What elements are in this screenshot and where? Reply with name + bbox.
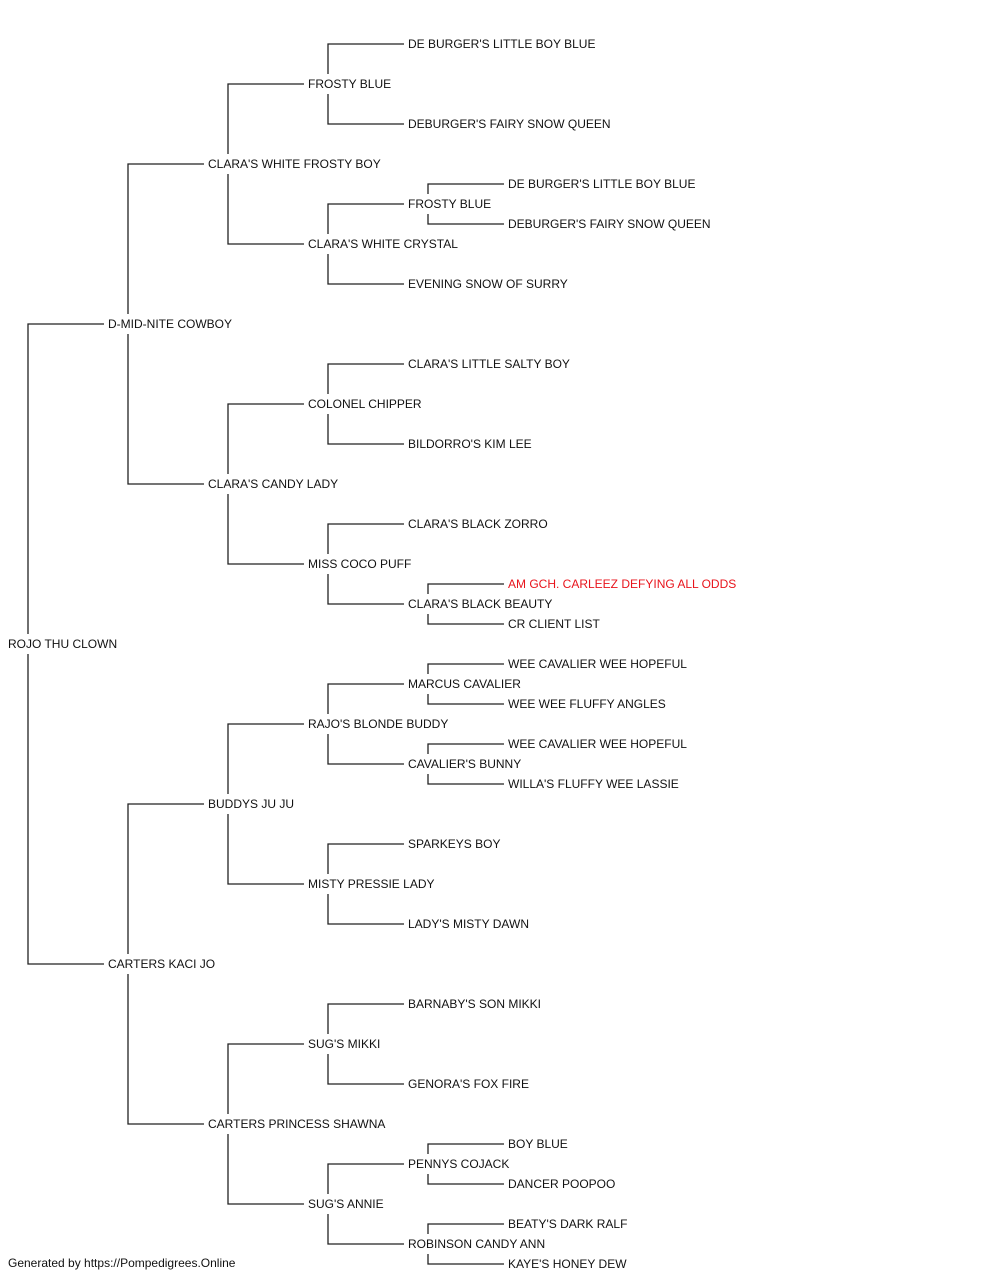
dam-connector-line — [327, 894, 404, 925]
dog-name-clara-s-black-zorro: CLARA'S BLACK ZORRO — [408, 517, 548, 531]
dam-connector-line — [227, 1134, 304, 1205]
dog-name-frosty-blue: FROSTY BLUE — [308, 77, 391, 91]
dam-connector-line — [327, 734, 404, 765]
dog-name-carters-princess-shawna: CARTERS PRINCESS SHAWNA — [208, 1117, 385, 1131]
dog-name-de-burger-s-little-boy-blue: DE BURGER'S LITTLE BOY BLUE — [408, 37, 595, 51]
dog-name-carters-kaci-jo: CARTERS KACI JO — [108, 957, 215, 971]
dog-name-buddys-ju-ju: BUDDYS JU JU — [208, 797, 294, 811]
sire-connector-line — [327, 363, 404, 394]
dam-connector-line — [327, 1054, 404, 1085]
sire-connector-line — [227, 83, 304, 154]
sire-connector-line — [427, 183, 504, 194]
sire-connector-line — [327, 683, 404, 714]
dam-connector-line — [227, 494, 304, 565]
dog-name-clara-s-white-frosty-boy: CLARA'S WHITE FROSTY BOY — [208, 157, 381, 171]
sire-connector-line — [327, 1003, 404, 1034]
dog-name-cavalier-s-bunny: CAVALIER'S BUNNY — [408, 757, 521, 771]
dam-connector-line — [327, 414, 404, 445]
dog-name-boy-blue: BOY BLUE — [508, 1137, 568, 1151]
dog-name-d-mid-nite-cowboy: D-MID-NITE COWBOY — [108, 317, 232, 331]
dog-name-clara-s-black-beauty: CLARA'S BLACK BEAUTY — [408, 597, 552, 611]
sire-connector-line — [127, 163, 204, 314]
dog-name-sug-s-mikki: SUG'S MIKKI — [308, 1037, 380, 1051]
dog-name-beaty-s-dark-ralf: BEATY'S DARK RALF — [508, 1217, 627, 1231]
dog-name-colonel-chipper: COLONEL CHIPPER — [308, 397, 422, 411]
dam-connector-line — [227, 174, 304, 245]
sire-connector-line — [227, 403, 304, 474]
dam-connector-line — [127, 334, 204, 485]
dam-connector-line — [427, 694, 504, 705]
dog-name-wee-cavalier-wee-hopeful: WEE CAVALIER WEE HOPEFUL — [508, 657, 687, 671]
dog-name-robinson-candy-ann: ROBINSON CANDY ANN — [408, 1237, 545, 1251]
dam-connector-line — [27, 654, 104, 965]
dog-name-barnaby-s-son-mikki: BARNABY'S SON MIKKI — [408, 997, 541, 1011]
dam-connector-line — [327, 94, 404, 125]
sire-connector-line — [127, 803, 204, 954]
dog-name-bildorro-s-kim-lee: BILDORRO'S KIM LEE — [408, 437, 532, 451]
sire-connector-line — [227, 1043, 304, 1114]
sire-connector-line — [327, 1163, 404, 1194]
dog-name-sug-s-annie: SUG'S ANNIE — [308, 1197, 384, 1211]
dam-connector-line — [327, 1214, 404, 1245]
dam-connector-line — [427, 614, 504, 625]
dam-connector-line — [227, 814, 304, 885]
dog-name-cr-client-list: CR CLIENT LIST — [508, 617, 600, 631]
dog-name-wee-cavalier-wee-hopeful: WEE CAVALIER WEE HOPEFUL — [508, 737, 687, 751]
sire-connector-line — [327, 203, 404, 234]
dog-name-pennys-cojack: PENNYS COJACK — [408, 1157, 509, 1171]
dog-name-deburger-s-fairy-snow-queen: DEBURGER'S FAIRY SNOW QUEEN — [508, 217, 711, 231]
generated-by-footer: Generated by https://Pompedigrees.Online — [8, 1256, 236, 1270]
dam-connector-line — [427, 214, 504, 225]
dam-connector-line — [127, 974, 204, 1125]
dog-name-clara-s-white-crystal: CLARA'S WHITE CRYSTAL — [308, 237, 458, 251]
sire-connector-line — [327, 523, 404, 554]
sire-connector-line — [427, 583, 504, 594]
dog-name-rojo-thu-clown: ROJO THU CLOWN — [8, 637, 117, 651]
dam-connector-line — [427, 1174, 504, 1185]
dog-name-lady-s-misty-dawn: LADY'S MISTY DAWN — [408, 917, 529, 931]
dog-name-deburger-s-fairy-snow-queen: DEBURGER'S FAIRY SNOW QUEEN — [408, 117, 611, 131]
dog-name-marcus-cavalier: MARCUS CAVALIER — [408, 677, 521, 691]
sire-connector-line — [27, 323, 104, 634]
dog-name-am-gch-carleez-defying-all-odds: AM GCH. CARLEEZ DEFYING ALL ODDS — [508, 577, 736, 591]
sire-connector-line — [327, 843, 404, 874]
dam-connector-line — [327, 574, 404, 605]
sire-connector-line — [427, 1223, 504, 1234]
dam-connector-line — [327, 254, 404, 285]
sire-connector-line — [427, 1143, 504, 1154]
dog-name-rajo-s-blonde-buddy: RAJO'S BLONDE BUDDY — [308, 717, 448, 731]
dog-name-genora-s-fox-fire: GENORA'S FOX FIRE — [408, 1077, 529, 1091]
dog-name-willa-s-fluffy-wee-lassie: WILLA'S FLUFFY WEE LASSIE — [508, 777, 679, 791]
dog-name-de-burger-s-little-boy-blue: DE BURGER'S LITTLE BOY BLUE — [508, 177, 695, 191]
dog-name-clara-s-little-salty-boy: CLARA'S LITTLE SALTY BOY — [408, 357, 570, 371]
dam-connector-line — [427, 1254, 504, 1265]
dog-name-wee-wee-fluffy-angles: WEE WEE FLUFFY ANGLES — [508, 697, 666, 711]
sire-connector-line — [327, 43, 404, 74]
dog-name-kaye-s-honey-dew: KAYE'S HONEY DEW — [508, 1257, 627, 1271]
dam-connector-line — [427, 774, 504, 785]
sire-connector-line — [227, 723, 304, 794]
dog-name-evening-snow-of-surry: EVENING SNOW OF SURRY — [408, 277, 568, 291]
dog-name-clara-s-candy-lady: CLARA'S CANDY LADY — [208, 477, 338, 491]
dog-name-misty-pressie-lady: MISTY PRESSIE LADY — [308, 877, 435, 891]
sire-connector-line — [427, 663, 504, 674]
dog-name-miss-coco-puff: MISS COCO PUFF — [308, 557, 411, 571]
sire-connector-line — [427, 743, 504, 754]
dog-name-sparkeys-boy: SPARKEYS BOY — [408, 837, 500, 851]
dog-name-dancer-poopoo: DANCER POOPOO — [508, 1177, 615, 1191]
dog-name-frosty-blue: FROSTY BLUE — [408, 197, 491, 211]
